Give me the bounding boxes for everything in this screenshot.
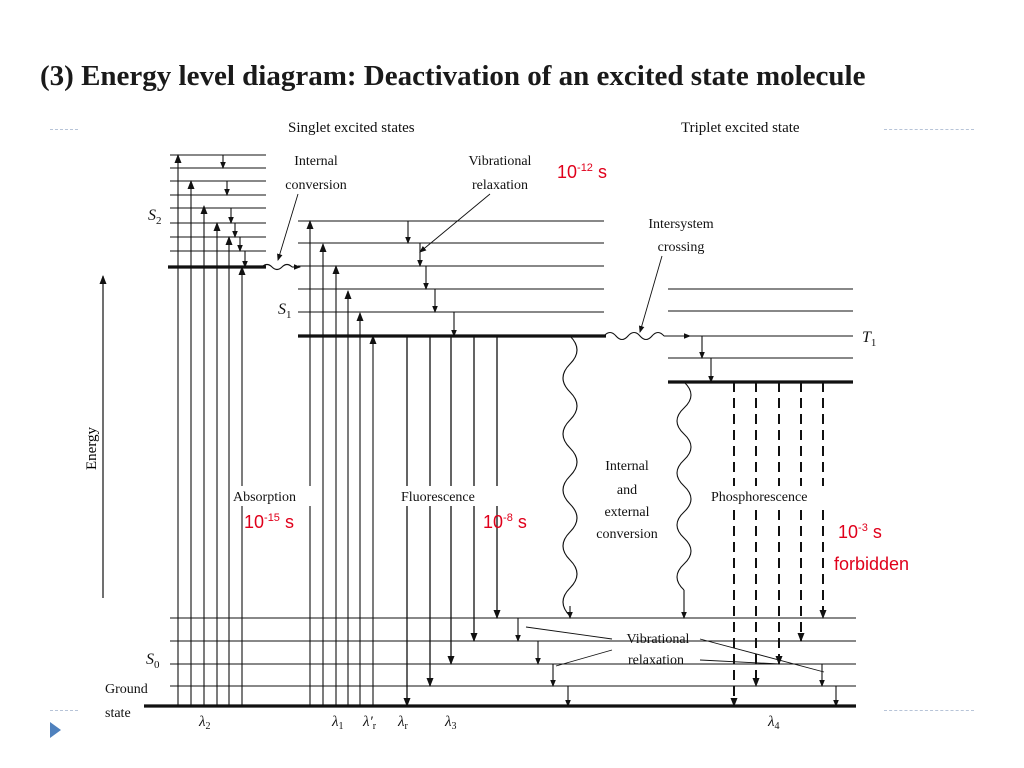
lambda-2-label: λ2: [198, 714, 211, 732]
lambda-4-label: λ4: [767, 714, 780, 732]
label-s1: S1: [278, 301, 292, 321]
vib-time-annotation: 10-12 s: [557, 162, 607, 182]
energy-axis: Energy: [84, 275, 107, 598]
header-triplet: Triplet excited state: [681, 120, 800, 136]
phos-time-annotation: 10-3 s: [838, 522, 882, 542]
lambda-1-label: λ1: [331, 714, 344, 732]
s0-relaxation-arrows: [515, 618, 839, 707]
isc-label-1: Intersystem: [648, 217, 713, 232]
fluorescence-label: Fluorescence: [401, 490, 475, 505]
label-s0: S0: [146, 651, 160, 671]
energy-axis-label: Energy: [84, 426, 100, 470]
header-singlet: Singlet excited states: [288, 120, 415, 136]
absorption-arrows: [174, 154, 377, 706]
lambda-r-label: λr: [397, 714, 409, 732]
label-ground: Ground: [105, 682, 148, 697]
vib-relax-bottom-label-2: relaxation: [628, 653, 684, 668]
isc-wave: [603, 331, 691, 341]
s2-relaxation-arrows: [220, 155, 248, 268]
int-ext-label-2: and: [617, 483, 637, 498]
lambda-3-label: λ3: [444, 714, 457, 732]
divider-top-right: [884, 129, 974, 130]
internal-conversion-label-1: Internal: [294, 154, 338, 169]
internal-external-wave-right: [676, 381, 692, 619]
phos-forbidden-note: forbidden: [834, 554, 910, 574]
divider-bottom-right: [884, 710, 974, 711]
divider-top-left: [50, 129, 78, 130]
slide-bullet-icon: [50, 722, 61, 738]
label-state: state: [105, 706, 131, 721]
phosphorescence-label: Phosphorescence: [711, 490, 807, 505]
internal-conversion-label-2: conversion: [285, 178, 346, 193]
isc-label-2: crossing: [658, 240, 705, 255]
label-t1: T1: [862, 329, 876, 349]
t1-relaxation-arrows: [699, 336, 714, 383]
vib-relax-top-label-2: relaxation: [472, 178, 528, 193]
vib-relax-bottom-label-1: Vibrational: [627, 632, 690, 647]
absorption-label: Absorption: [233, 490, 296, 505]
energy-level-diagram: Singlet excited states Triplet excited s…: [78, 112, 884, 740]
int-ext-label-4: conversion: [596, 527, 657, 542]
int-ext-label-1: Internal: [605, 459, 649, 474]
slide-title: (3) Energy level diagram: Deactivation o…: [40, 60, 866, 92]
label-s2: S2: [148, 207, 162, 227]
abs-time-annotation: 10-15 s: [244, 512, 294, 532]
leader-lines: [277, 193, 825, 673]
internal-external-wave-left: [562, 335, 578, 619]
lambda-r-prime-label: λ′r: [362, 714, 377, 732]
state-labels: S2 S1 T1 S0: [146, 207, 876, 671]
divider-bottom-left: [50, 710, 78, 711]
fluor-time-annotation: 10-8 s: [483, 512, 527, 532]
vib-relax-top-label-1: Vibrational: [469, 154, 532, 169]
internal-conversion-wave: [261, 263, 301, 271]
int-ext-label-3: external: [604, 505, 649, 520]
s1-levels: [298, 220, 606, 338]
